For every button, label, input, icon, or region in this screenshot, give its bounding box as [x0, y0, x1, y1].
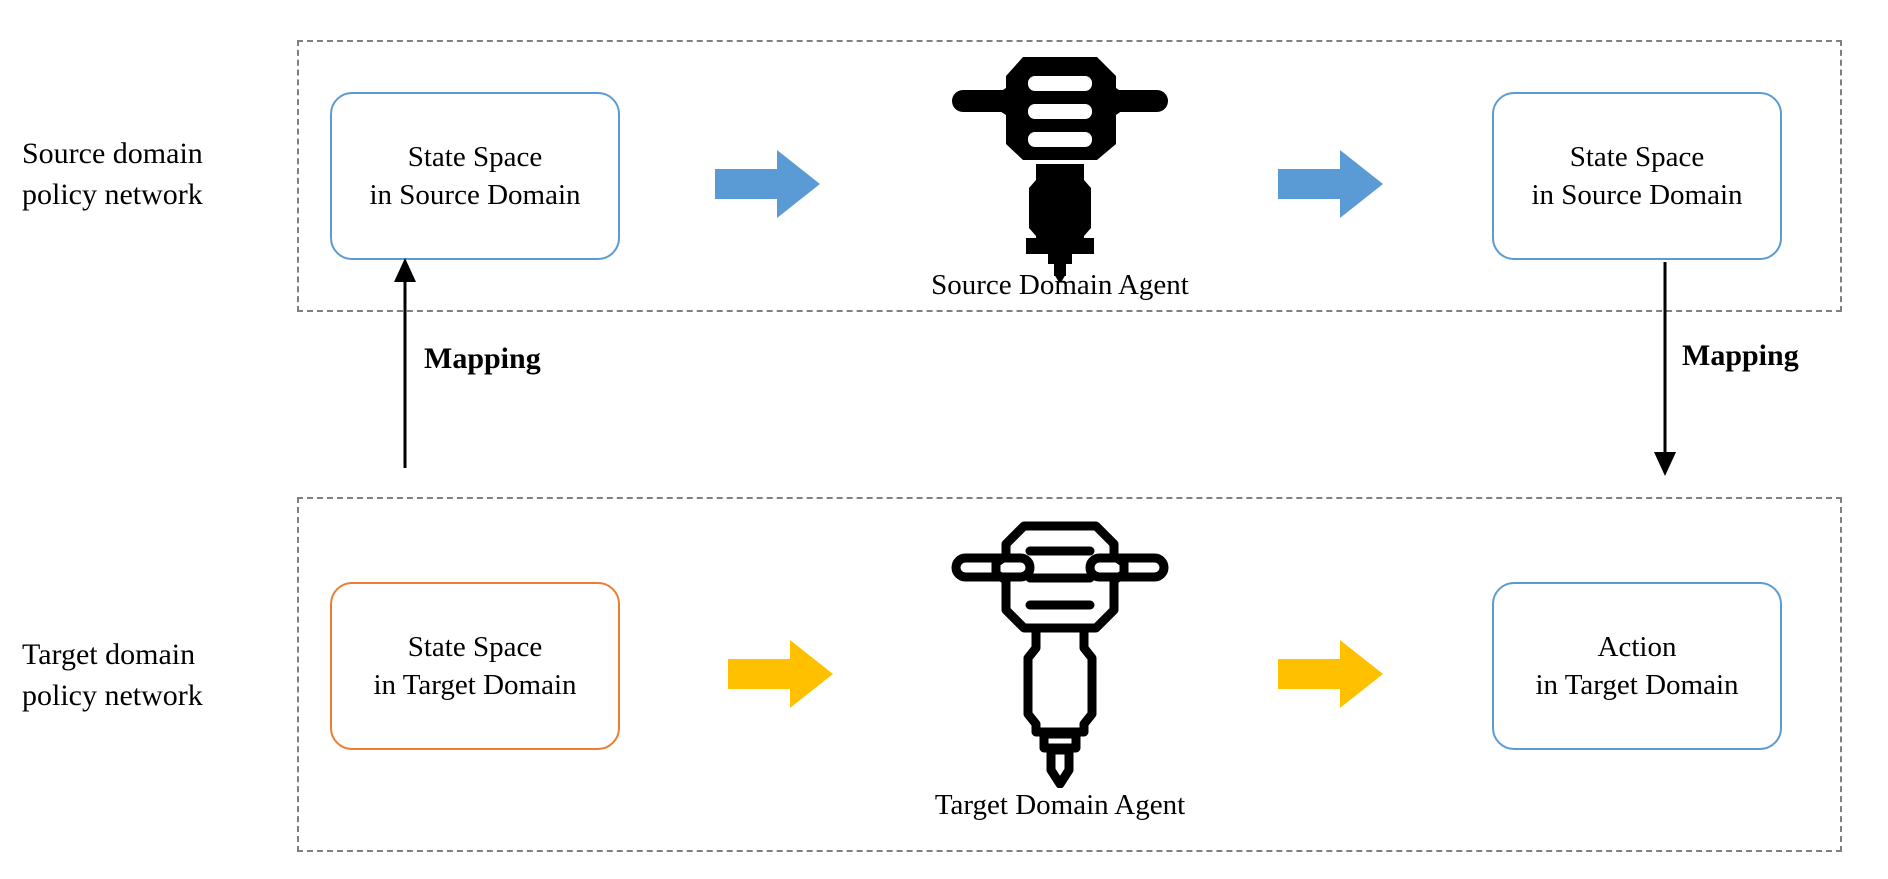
target-domain-container — [297, 497, 1842, 852]
node-source-state-space-input[interactable]: State Space in Source Domain — [330, 92, 620, 260]
source-domain-agent-caption: Source Domain Agent — [931, 269, 1189, 301]
mapping-arrow-down-icon — [1645, 262, 1685, 476]
mapping-label-left: Mapping — [424, 342, 541, 375]
node-source-state-space-output[interactable]: State Space in Source Domain — [1492, 92, 1782, 260]
source-domain-policy-network-label: Source domain policy network — [22, 137, 203, 211]
flow-arrow-source-state-to-agent — [715, 148, 820, 220]
jackhammer-filled-icon — [940, 52, 1180, 284]
flow-arrow-target-state-to-agent — [728, 638, 833, 710]
jackhammer-outline-icon — [940, 518, 1180, 789]
node-target-action-output[interactable]: Action in Target Domain — [1492, 582, 1782, 750]
target-domain-policy-network-label: Target domain policy network — [22, 638, 203, 712]
source-domain-container — [297, 40, 1842, 312]
mapping-arrow-up-icon — [385, 258, 425, 468]
target-domain-agent-caption: Target Domain Agent — [934, 789, 1186, 821]
flow-arrow-agent-to-source-state — [1278, 148, 1383, 220]
node-target-state-space-input[interactable]: State Space in Target Domain — [330, 582, 620, 750]
mapping-label-right: Mapping — [1682, 339, 1799, 372]
flow-arrow-agent-to-target-action — [1278, 638, 1383, 710]
